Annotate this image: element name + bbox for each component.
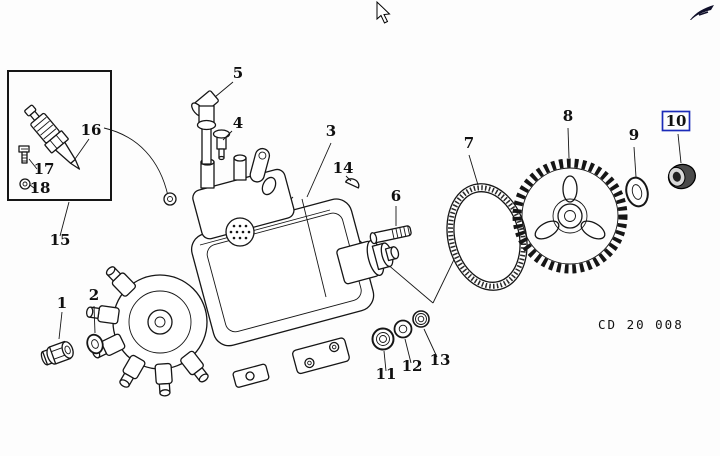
inlet-fitting-drawing — [40, 340, 74, 366]
seal-ring-drawing — [446, 183, 528, 291]
distributor-head-drawing — [85, 266, 209, 397]
washer-drawing-12 — [393, 319, 413, 339]
part-label-5[interactable]: 5 — [233, 64, 243, 82]
part-label-13[interactable]: 13 — [430, 351, 451, 369]
union-fitting-drawing — [212, 129, 231, 161]
injection-pump-drawing — [85, 147, 400, 397]
mounting-foot-drawing — [292, 337, 350, 375]
part-label-11[interactable]: 11 — [376, 365, 397, 383]
highlight-box-part-10 — [661, 110, 691, 132]
fuel-pipe-line — [103, 127, 169, 197]
plug-drawing — [345, 178, 360, 189]
name-plate-drawing — [225, 217, 255, 247]
part-label-6[interactable]: 6 — [391, 187, 401, 205]
part-label-18[interactable]: 18 — [30, 179, 51, 197]
part-label-9[interactable]: 9 — [629, 126, 639, 144]
part-label-8[interactable]: 8 — [563, 107, 573, 125]
publisher-logo-icon — [690, 5, 714, 20]
banjo-elbow-drawing — [191, 90, 219, 165]
washer-drawing-13 — [412, 310, 430, 328]
inset-detail-box — [7, 70, 112, 201]
part-label-1[interactable]: 1 — [57, 294, 67, 312]
stud-bolt-drawing — [369, 225, 412, 245]
part-label-17[interactable]: 17 — [34, 160, 55, 178]
part-label-2[interactable]: 2 — [89, 286, 99, 304]
part-label-10[interactable]: 10 — [666, 112, 687, 130]
screw-drawing — [18, 145, 30, 164]
injector-drawing — [24, 104, 81, 170]
mouse-pointer-icon — [376, 0, 391, 24]
small-washer-drawing — [19, 178, 31, 190]
lever-drawing — [249, 147, 277, 196]
part-label-16[interactable]: 16 — [81, 121, 102, 139]
part-label-4[interactable]: 4 — [233, 114, 243, 132]
pipe-banjo-drawing — [163, 192, 177, 206]
timing-gear-drawing — [512, 158, 628, 274]
part-label-7[interactable]: 7 — [464, 134, 474, 152]
nut-drawing-10 — [667, 163, 697, 190]
washer-drawing-9 — [625, 176, 649, 208]
drive-shaft-drawing — [336, 239, 400, 285]
mounting-foot-drawing-2 — [232, 363, 270, 388]
washer-drawing-11 — [371, 327, 395, 351]
part-label-14[interactable]: 14 — [333, 159, 354, 177]
washer-drawing-2 — [86, 333, 104, 355]
part-label-12[interactable]: 12 — [402, 357, 423, 375]
part-label-15[interactable]: 15 — [50, 231, 71, 249]
part-label-3[interactable]: 3 — [326, 122, 336, 140]
diagram-code: CD 20 008 — [598, 317, 684, 332]
leader-lines — [28, 81, 682, 372]
